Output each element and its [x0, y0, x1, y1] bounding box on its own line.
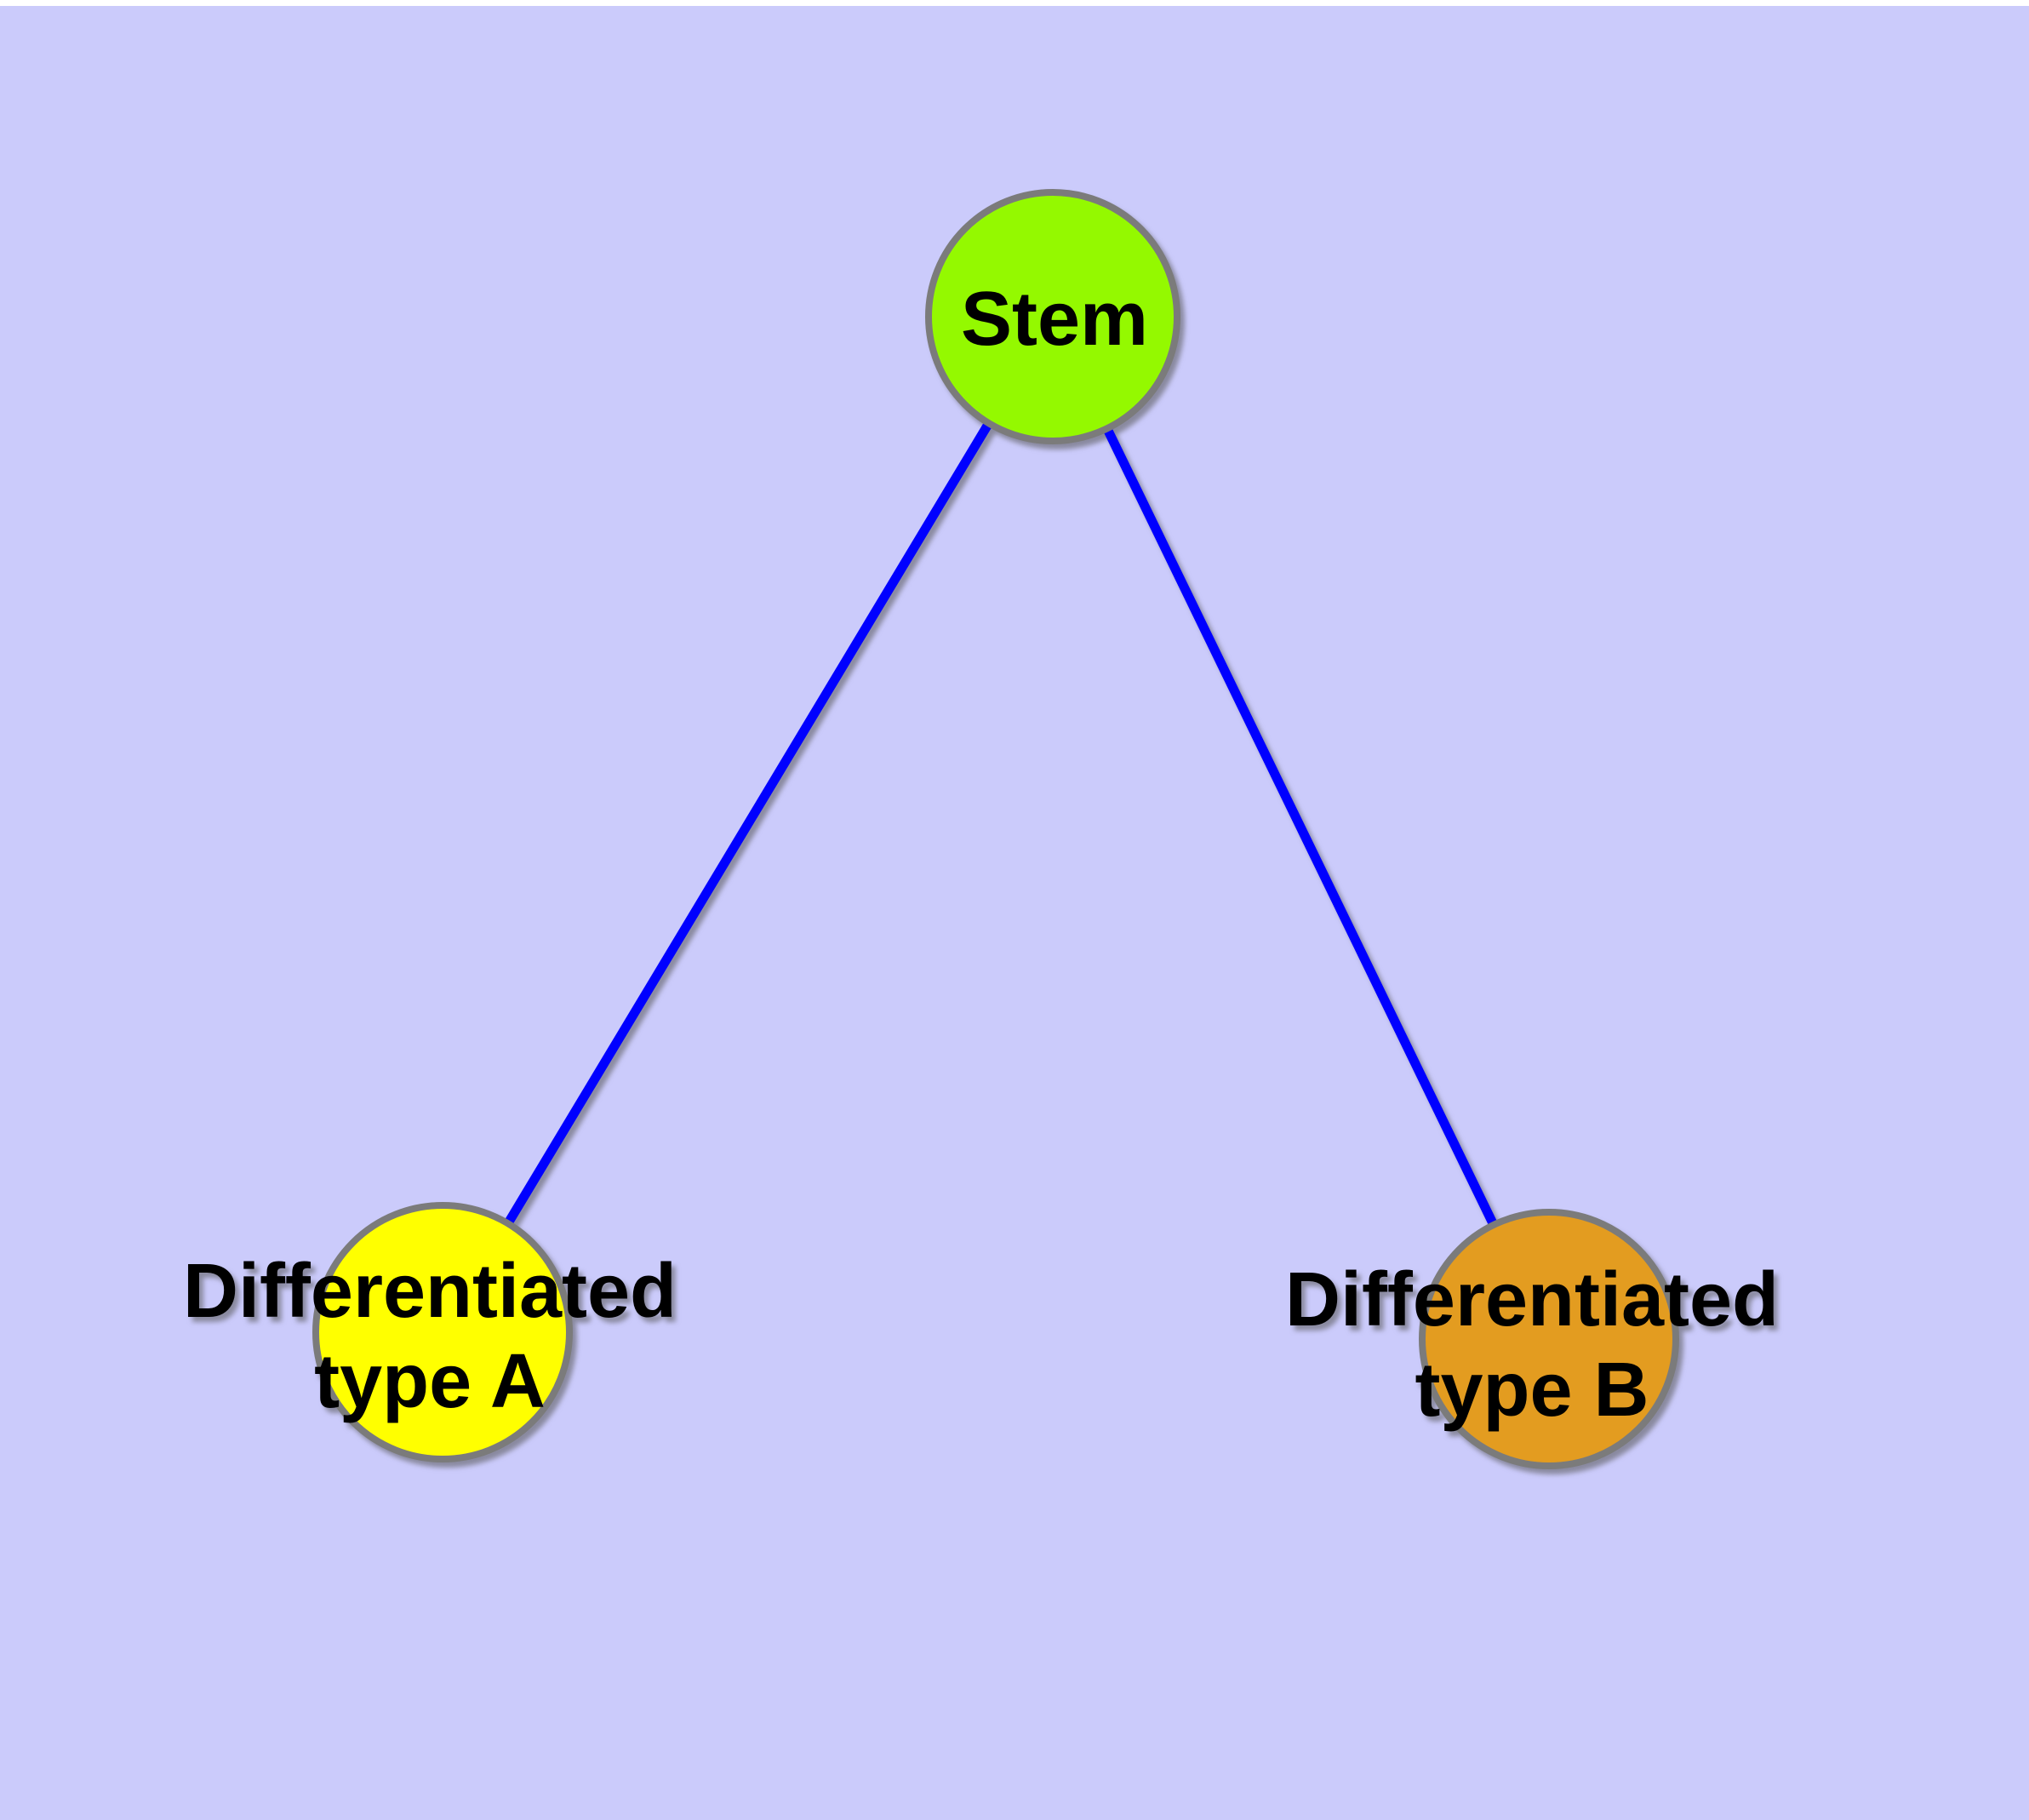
edge-stem-to-differentiated-type-a: [438, 314, 1057, 1335]
node-differentiated-type-a: [312, 1202, 573, 1462]
node-differentiated-type-b: [1419, 1209, 1679, 1469]
node-stem: [925, 189, 1180, 444]
edge-stem-to-differentiated-type-b: [1049, 314, 1553, 1342]
node-label-stem: Stem: [961, 277, 1148, 362]
